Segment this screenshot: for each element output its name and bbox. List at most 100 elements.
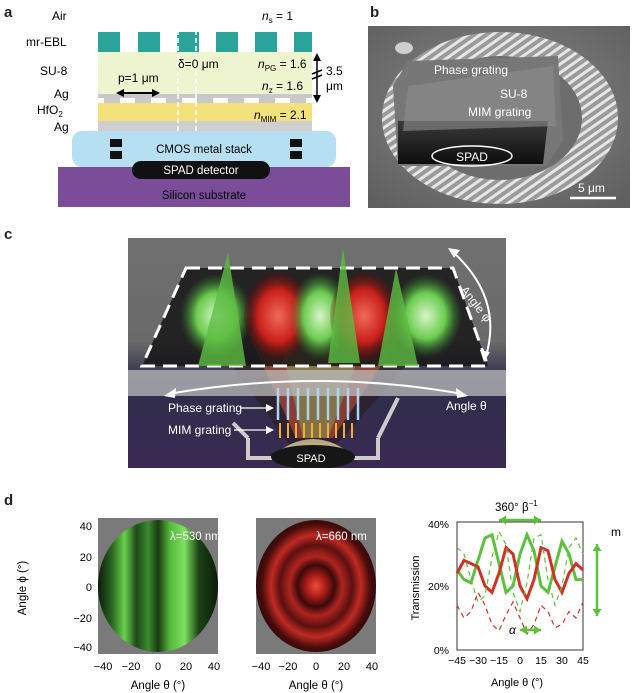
npg-val: = 1.6 [276, 57, 307, 71]
panel-c-illustration: SPAD Angle θ Angle φ Phase grating MIM g… [128, 238, 506, 468]
xtick-right-4: 20 [338, 661, 350, 673]
svg-text:360° β−1: 360° β−1 [495, 499, 538, 514]
lineplot-ytick-20: 20% [428, 581, 449, 593]
lineplot-xticks: −45 −30 −15 0 15 30 45 [448, 655, 589, 667]
screen-dashed-frame [139, 266, 491, 368]
ns-n: n [262, 9, 269, 23]
label-period: p=1 μm [118, 71, 159, 85]
heatmap-green: λ=530 nm 40 20 0 −20 −40 −40 −20 0 20 40… [73, 518, 221, 692]
panel-b-sem-image: SPAD Phase grating SU-8 MIM grating 5 μm [368, 26, 630, 208]
label-lambda-530: λ=530 nm [170, 531, 221, 543]
ytick-left-2: 20 [80, 552, 92, 564]
label-mim-grating-c: MIM grating [168, 423, 231, 437]
ag-top-grating [98, 94, 312, 103]
m-arrow [592, 544, 602, 616]
label-air: Air [52, 9, 67, 23]
su8-layer [98, 52, 312, 94]
cmos-metal-stack [72, 131, 336, 167]
m-label: m [611, 525, 621, 539]
label-ag-bottom: Ag [54, 120, 69, 134]
label-hfo2: HfO [37, 103, 58, 117]
lineplot-ylabel: Transmission [410, 556, 422, 621]
panel-b-letter: b [370, 4, 380, 21]
label-lambda-660: λ=660 nm [316, 531, 367, 543]
label-silicon: Silicon substrate [162, 190, 246, 202]
nz-val: = 1.6 [273, 79, 304, 93]
spad-detector [132, 161, 270, 179]
label-spad-c: SPAD [296, 453, 325, 465]
xtick-left-2: −20 [122, 661, 141, 673]
ns-val: = 1 [273, 9, 294, 23]
lineplot-axes-frame [456, 521, 584, 651]
svg-text:nz = 1.6: nz = 1.6 [262, 79, 303, 95]
lineplot-xlabel: Angle θ (°) [491, 677, 543, 689]
svg-text:nPG = 1.6: nPG = 1.6 [258, 57, 307, 73]
mr-ebl-grating [98, 32, 312, 52]
hfo2-layer [98, 103, 312, 121]
ytick-left-3: 0 [86, 582, 92, 594]
npg-n: n [258, 57, 265, 71]
series-line-3 [456, 530, 584, 614]
lineplot-xtick-2: −30 [469, 655, 487, 667]
label-hfo2-sub: 2 [58, 110, 63, 119]
lineplot-xtick-6: 30 [556, 655, 568, 667]
lineplot-xtick-3: −15 [490, 655, 508, 667]
mim-grating-stripes [279, 423, 353, 438]
series-line-2 [455, 544, 585, 603]
ytick-left-4: −20 [73, 613, 92, 625]
npg-sub: PG [265, 64, 277, 73]
label-spad-b: SPAD [456, 150, 488, 164]
label-angle-theta: Angle θ [446, 399, 487, 413]
theta-arrow [167, 380, 464, 395]
xtick-left-3: 0 [155, 661, 161, 673]
label-spad-detector: SPAD detector [163, 165, 238, 177]
lineplot-xtick-1: −45 [448, 655, 466, 667]
label-ag-top: Ag [54, 87, 69, 101]
lineplot-xtick-5: 15 [535, 655, 547, 667]
xtick-right-5: 40 [366, 661, 378, 673]
label-thickness-value: 3.5 [326, 64, 343, 78]
panel-a-cross-section: Air mr-EBL SU-8 Ag HfO2 Ag CMOS metal st… [26, 9, 350, 207]
nmim-n: n [254, 108, 261, 122]
lineplot-xtick-4: 0 [517, 655, 523, 667]
alpha-arrow [520, 625, 541, 635]
ylabel-left-wrapper: Angle ϕ (°) [17, 561, 29, 616]
xtick-right-1: −40 [252, 661, 271, 673]
transmission-line-plot: Transmission 40% 20% 0% −45 −30 −15 0 15… [410, 499, 621, 689]
xtick-left-5: 40 [208, 661, 220, 673]
xlabel-right: Angle θ (°) [289, 680, 344, 692]
phase-grating-stripes [276, 388, 360, 420]
svg-text:nMIM = 2.1: nMIM = 2.1 [254, 108, 307, 124]
xtick-left-4: 20 [180, 661, 192, 673]
series-line-1 [455, 530, 583, 596]
label-su8: SU-8 [40, 64, 68, 78]
ag-bottom-layer [98, 121, 312, 131]
label-phase-grating-b: Phase grating [434, 63, 508, 77]
label-delta: δ=0 μm [178, 57, 219, 71]
period-arrow [116, 89, 160, 97]
label-scale-bar: 5 μm [578, 181, 605, 195]
heatmap-red: λ=660 nm −40 −20 0 20 40 Angle θ (°) [252, 518, 378, 692]
label-su8-b: SU-8 [500, 87, 528, 101]
xtick-right-3: 0 [313, 661, 319, 673]
lineplot-xtick-7: 45 [577, 655, 589, 667]
xtick-left-1: −40 [94, 661, 113, 673]
beta-sup: −1 [529, 499, 539, 508]
nz-n: n [262, 79, 269, 93]
label-mr-ebl: mr-EBL [26, 35, 67, 49]
series-line-4 [456, 590, 584, 636]
xtick-right-2: −20 [279, 661, 298, 673]
nmim-sub: MIM [261, 115, 277, 124]
lineplot-ytick-40: 40% [428, 519, 449, 531]
beta-arrow [499, 515, 541, 525]
ylabel-left: Angle ϕ (°) [17, 561, 29, 616]
nz-sub: z [269, 86, 273, 95]
phi-arrow [452, 251, 492, 357]
label-phase-grating-c: Phase grating [168, 401, 242, 415]
lineplot-ytick-0: 0% [434, 645, 449, 657]
label-thickness-unit: μm [326, 79, 343, 93]
svg-text:ns = 1: ns = 1 [262, 9, 293, 25]
panel-a-letter: a [4, 4, 13, 21]
thickness-bracket [311, 53, 323, 103]
label-cmos: CMOS metal stack [156, 144, 252, 156]
